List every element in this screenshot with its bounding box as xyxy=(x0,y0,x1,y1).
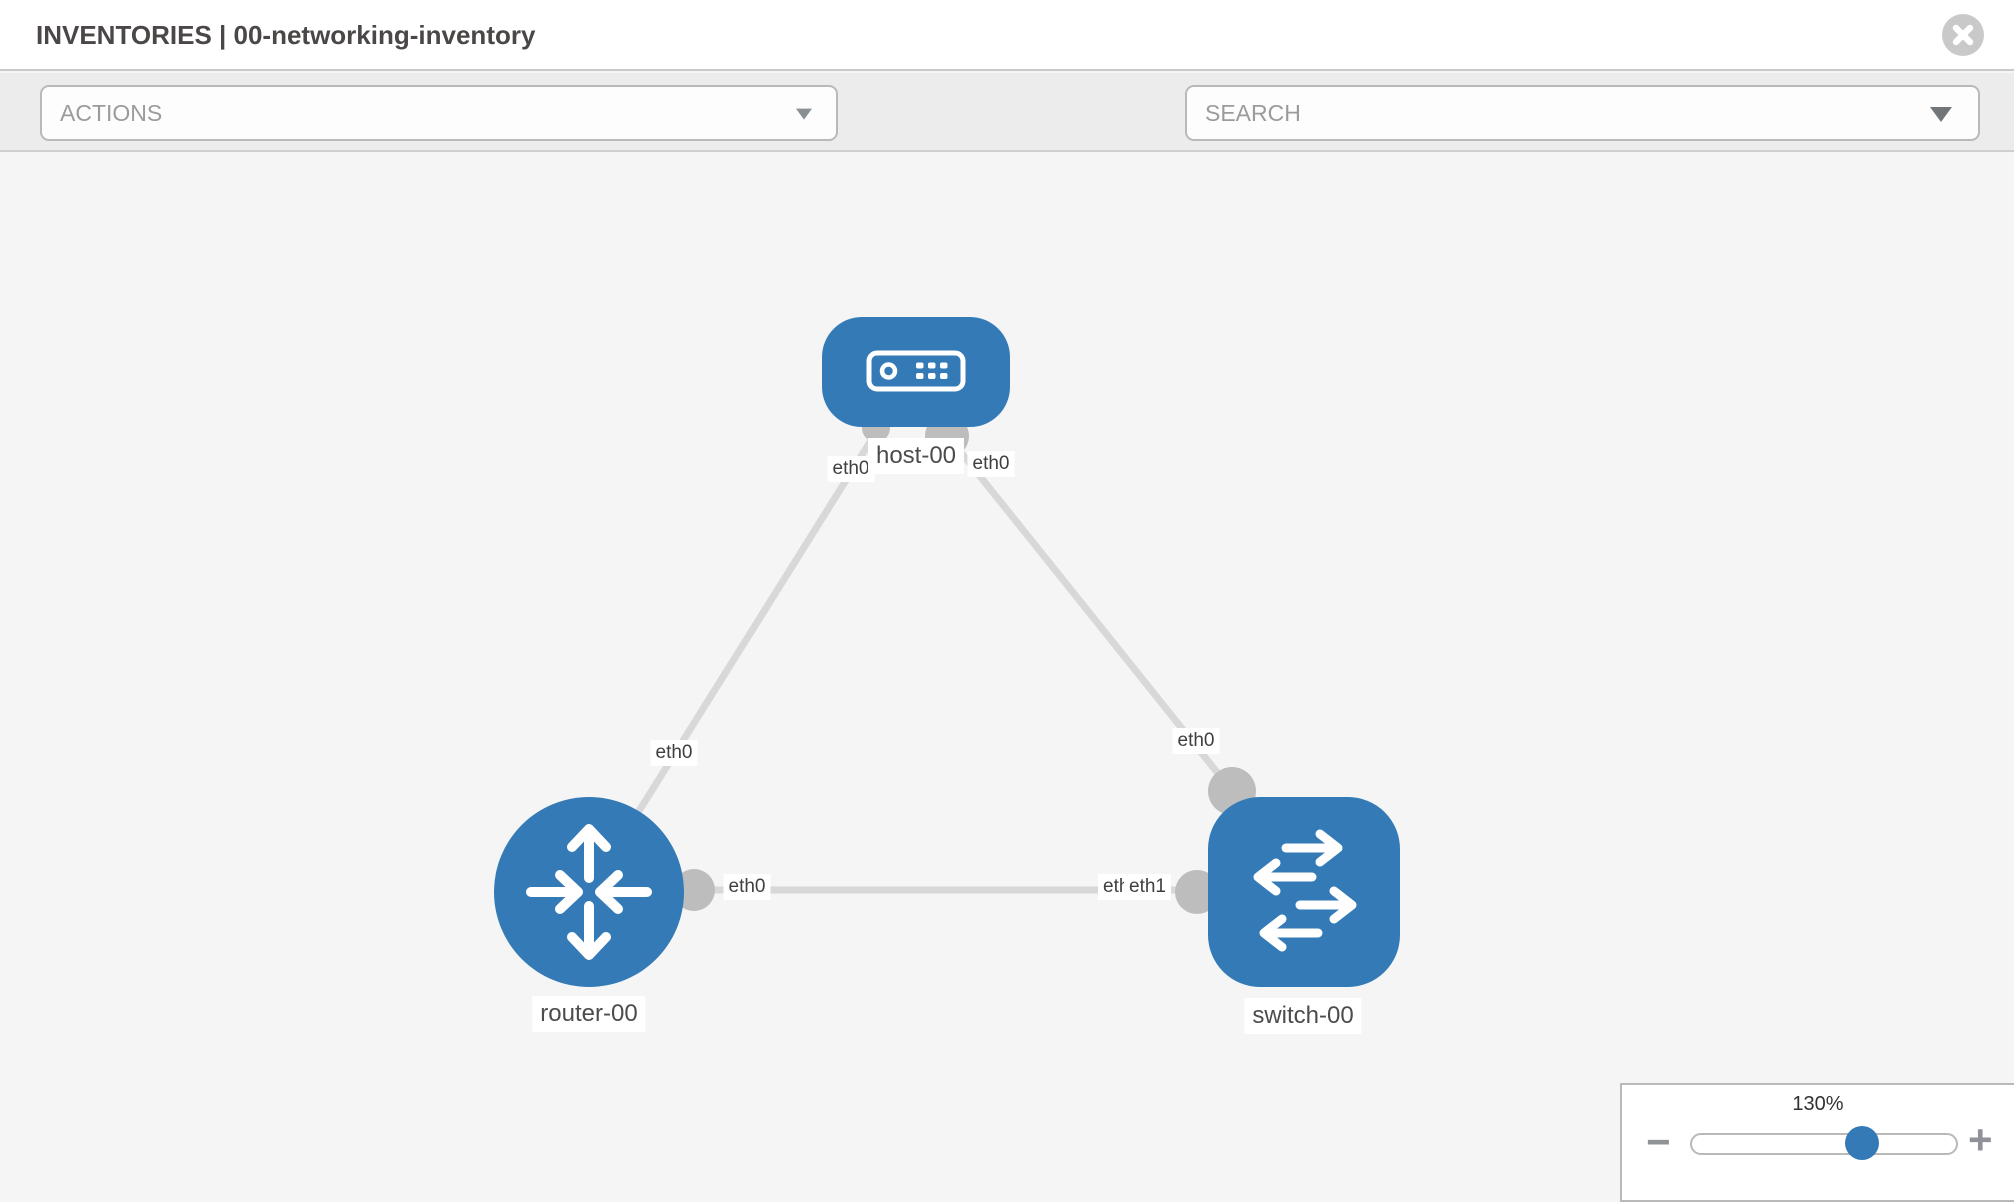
node-label-host: host-00 xyxy=(867,438,965,474)
zoom-control-panel: 130% − + xyxy=(1620,1083,2014,1202)
port-label-host-eth0-left: eth0 xyxy=(827,456,875,482)
topology-links xyxy=(636,424,1235,894)
close-icon xyxy=(1952,24,1974,46)
port-label-host-eth0-right: eth0 xyxy=(967,451,1015,477)
actions-dropdown[interactable]: ACTIONS xyxy=(40,85,838,141)
node-switch-00[interactable] xyxy=(1208,797,1400,987)
router-icon xyxy=(526,824,652,960)
node-router-00[interactable] xyxy=(494,797,684,987)
topology-canvas[interactable]: host-00 router-00 switch-00 eth0 eth0 et… xyxy=(0,154,2014,1200)
search-dropdown[interactable]: SEARCH xyxy=(1185,85,1980,141)
zoom-out-button[interactable]: − xyxy=(1646,1118,1671,1165)
node-label-switch: switch-00 xyxy=(1244,998,1362,1034)
switch-icon xyxy=(1253,829,1357,952)
host-icon xyxy=(866,350,966,392)
zoom-slider-track[interactable] xyxy=(1690,1126,1958,1160)
port-label-switch-eth1: eth1 xyxy=(1124,874,1171,900)
port-label-router-eth0-right: eth0 xyxy=(723,874,771,900)
node-label-router: router-00 xyxy=(532,996,646,1032)
zoom-slider-knob[interactable] xyxy=(1845,1126,1879,1160)
zoom-in-button[interactable]: + xyxy=(1968,1116,1993,1163)
page-title: INVENTORIES | 00-networking-inventory xyxy=(36,20,536,50)
chevron-down-icon xyxy=(796,108,812,120)
zoom-level-label: 130% xyxy=(1792,1093,1844,1115)
header-bar: INVENTORIES | 00-networking-inventory xyxy=(0,0,2014,71)
toolbar: ACTIONS SEARCH xyxy=(0,73,2014,203)
chevron-down-icon xyxy=(1930,107,1952,122)
port-label-router-eth0-top: eth0 xyxy=(650,740,698,766)
actions-dropdown-label: ACTIONS xyxy=(60,100,163,126)
search-dropdown-label: SEARCH xyxy=(1205,100,1301,126)
interface-connectors xyxy=(673,414,1256,914)
port-label-switch-eth0-top: eth0 xyxy=(1172,728,1220,754)
close-button[interactable] xyxy=(1942,14,1984,56)
node-host-00[interactable] xyxy=(822,317,1010,427)
